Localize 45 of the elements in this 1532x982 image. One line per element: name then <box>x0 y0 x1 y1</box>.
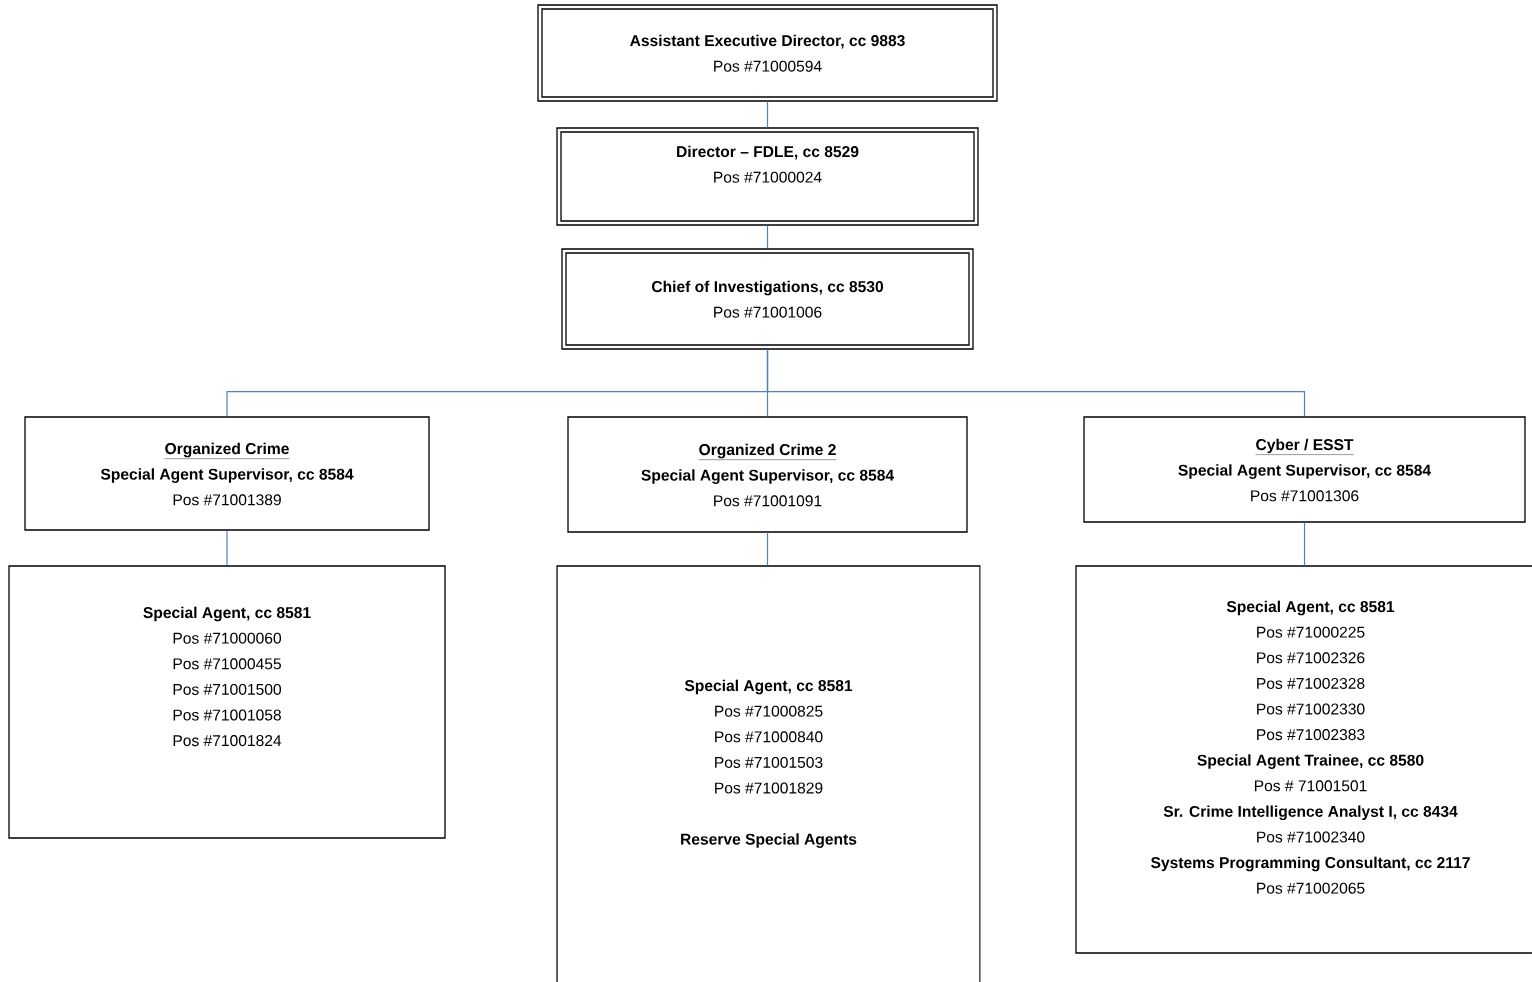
position-number: Pos #71000840 <box>715 731 823 743</box>
position-number: Pos #71001503 <box>715 756 823 768</box>
job-title: Special Agent Supervisor, cc 8584 <box>100 468 354 483</box>
position-number: Pos #71001829 <box>715 782 823 794</box>
position-number: Pos #71001389 <box>173 494 281 506</box>
connector-line <box>766 349 1306 417</box>
position-number: Pos #71000825 <box>715 705 823 717</box>
position-number: Pos #71000455 <box>173 658 281 670</box>
job-title: Systems Programming Consultant, cc 2117 <box>1151 856 1470 872</box>
unit-heading: Organized Crime 2 <box>698 443 837 460</box>
connector-line <box>766 101 769 128</box>
connector-line <box>766 225 769 249</box>
position-number: Pos #71001091 <box>714 495 822 507</box>
position-number: Pos #71001306 <box>1251 490 1359 502</box>
position-number: Pos #71001500 <box>173 683 281 695</box>
job-title: Reserve Special Agents <box>681 833 857 848</box>
position-number: Pos #71002326 <box>1257 652 1365 664</box>
unit-heading: Organized Crime <box>164 442 290 459</box>
job-title: Special Agent, cc 8581 <box>1226 600 1395 616</box>
position-number: Pos #71000225 <box>1257 626 1365 638</box>
connector-line <box>766 532 769 566</box>
connector-line <box>1303 522 1306 566</box>
job-title: Special Agent, cc 8581 <box>684 679 853 695</box>
position-number: Pos #71001006 <box>714 306 822 318</box>
position-number: Pos #71001058 <box>173 709 281 721</box>
connector-line <box>226 530 228 566</box>
position-number: Pos #71002065 <box>1257 882 1365 894</box>
position-number: Pos #71001824 <box>173 735 282 747</box>
position-number: Pos #71000594 <box>714 60 822 72</box>
position-number: Pos # 71001501 <box>1255 780 1367 792</box>
job-title: Assistant Executive Director, cc 9883 <box>630 34 905 49</box>
job-title: Director – FDLE, cc 8529 <box>677 145 859 160</box>
position-number: Pos #71002328 <box>1257 677 1365 689</box>
job-title: Chief of Investigations, cc 8530 <box>652 280 884 296</box>
unit-heading: Cyber / ESST <box>1255 438 1354 455</box>
position-number: Pos #71002340 <box>1257 831 1365 843</box>
position-number: Pos #71002383 <box>1257 729 1365 741</box>
position-number: Pos #71002330 <box>1257 703 1365 715</box>
position-number: Pos #71000024 <box>714 171 822 183</box>
job-title: Sr. Crime Intelligence Analyst I, cc 8434 <box>1163 805 1458 821</box>
position-number: Pos #71000060 <box>173 632 281 644</box>
job-title: Special Agent Supervisor, cc 8584 <box>1178 464 1431 479</box>
job-title: Special Agent, cc 8581 <box>143 606 311 622</box>
job-title: Special Agent Supervisor, cc 8584 <box>641 469 894 484</box>
job-title: Special Agent Trainee, cc 8580 <box>1197 754 1424 769</box>
